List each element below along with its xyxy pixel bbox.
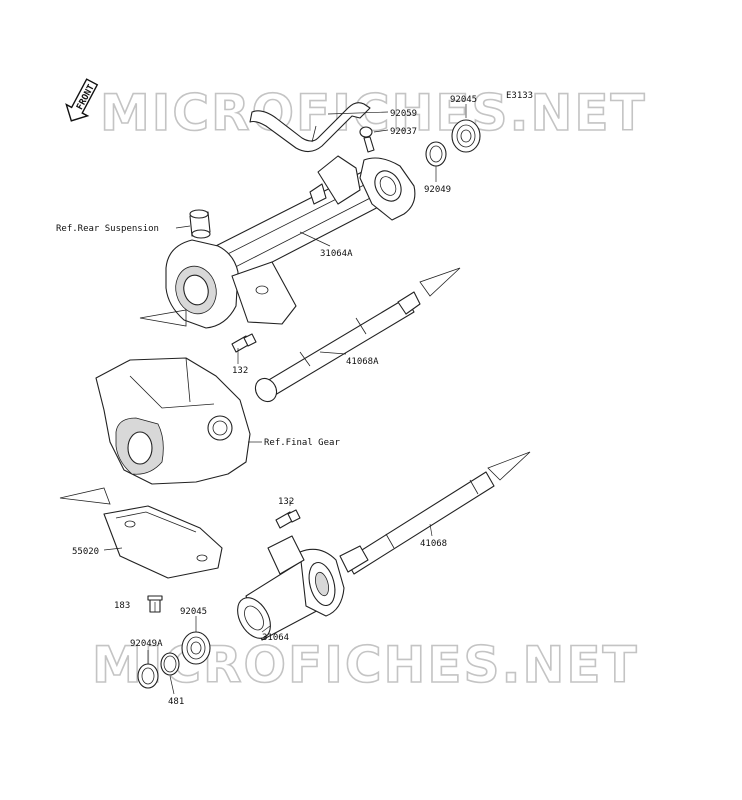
final-gear-case	[95, 357, 251, 485]
label-31064: 31064	[262, 633, 289, 643]
label-ref-final-gear: Ref.Final Gear	[264, 438, 340, 448]
label-31064A: 31064A	[320, 249, 353, 259]
bolt-132-top	[231, 333, 257, 353]
label-183: 183	[114, 601, 130, 611]
label-92045-bottom: 92045	[180, 607, 207, 617]
label-481: 481	[168, 697, 184, 707]
label-92049-top: 92049	[424, 185, 451, 195]
part-labels: 92059 92045 92037 92049 Ref.Rear Suspens…	[56, 95, 477, 707]
label-92049A: 92049A	[130, 639, 163, 649]
front-arrow-icon: FRONT	[65, 78, 99, 122]
label-ref-rear-suspension: Ref.Rear Suspension	[56, 224, 159, 234]
ring-481	[160, 652, 180, 676]
label-41068: 41068	[420, 539, 447, 549]
label-132-top: 132	[232, 366, 248, 376]
leader-lines	[103, 104, 467, 695]
arrow-upper-right	[419, 267, 461, 297]
bolt-132-mid	[275, 509, 301, 529]
label-92059: 92059	[390, 109, 417, 119]
axle-shaft-41068	[339, 471, 495, 575]
axle-housing-31064	[237, 535, 345, 641]
diagram-code: E3133	[506, 91, 533, 101]
bearing-92045-top	[451, 119, 481, 153]
arrow-lower-right	[487, 451, 531, 481]
label-132-mid: 132	[278, 497, 294, 507]
axle-shaft-41068A	[254, 291, 421, 403]
breather-hose	[249, 102, 371, 153]
clamp-92037	[359, 126, 375, 153]
oil-seal-92049-top	[425, 141, 447, 167]
suspension-bushing	[189, 209, 211, 239]
label-92037: 92037	[390, 127, 417, 137]
skid-plate-55020	[103, 505, 223, 579]
label-41068A: 41068A	[346, 357, 379, 367]
label-92045-top: 92045	[450, 95, 477, 105]
axle-housing-31064A	[165, 155, 416, 329]
arrow-upper-left	[139, 309, 187, 327]
oil-seal-92049A	[137, 663, 159, 689]
bearing-92045-bottom	[181, 631, 211, 665]
label-55020: 55020	[72, 547, 99, 557]
watermark-top: MICROFICHES.NET	[100, 84, 647, 142]
arrow-mid-left	[59, 487, 111, 505]
